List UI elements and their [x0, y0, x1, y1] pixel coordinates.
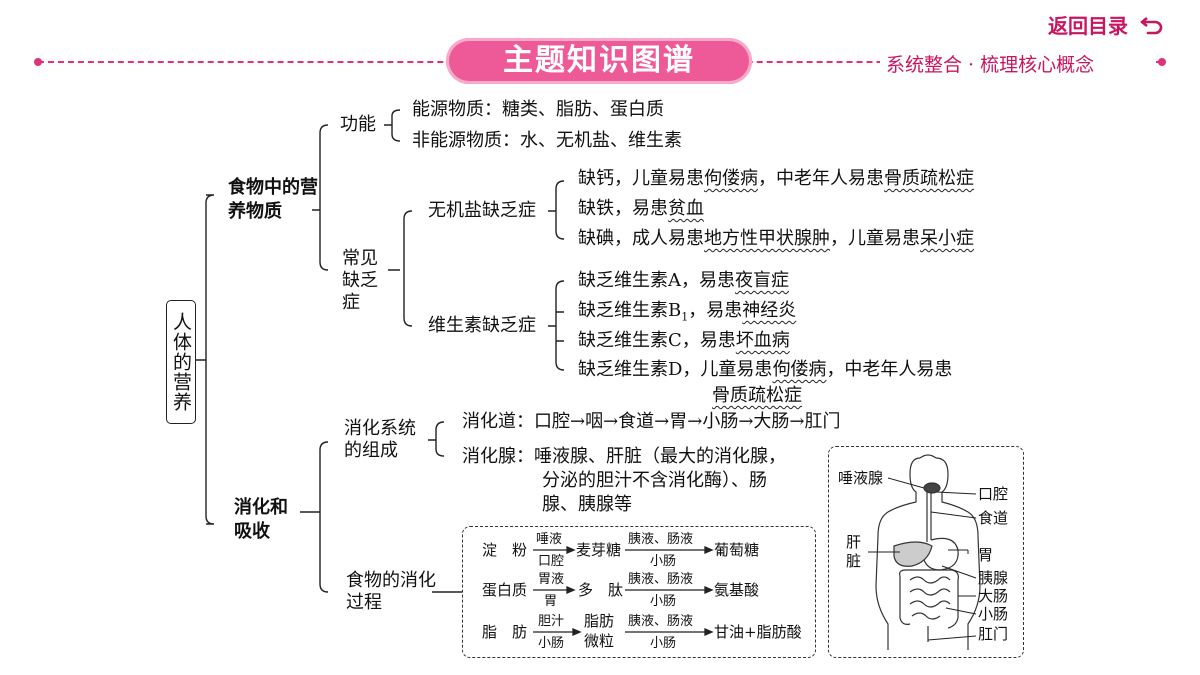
label-pancreas: 胰腺: [978, 569, 1009, 587]
label-salivary-gland: 唾液腺: [838, 469, 884, 487]
protein-site-2: 小肠: [650, 594, 677, 609]
starch-enzyme-1: 唾液: [536, 532, 563, 547]
starch-site-2: 小肠: [650, 554, 677, 569]
title-pill: [446, 38, 752, 84]
fat-droplet-label-1: 脂肪: [584, 612, 615, 630]
digestion-node: 消化和吸收: [234, 497, 288, 542]
text: 缺乏维生素B: [578, 300, 682, 321]
digestive-system-node: 消化系统的组成: [344, 418, 416, 461]
amino-acid-label: 氨基酸: [714, 581, 760, 599]
page-subtitle: 系统整合 · 梳理核心概念: [880, 50, 1156, 77]
text: ，中老年人易患: [826, 359, 953, 380]
root-node: 人体的营养: [166, 300, 196, 424]
text: 缺乏维生素A，易患: [578, 270, 735, 291]
disease: 夜盲症: [735, 270, 789, 291]
label-anus: 肛门: [978, 625, 1009, 643]
fat-agent-1: 胆汁: [538, 614, 565, 629]
food-node: 食物中的营养物质: [228, 176, 318, 224]
disease: 骨质疏松症: [884, 168, 974, 189]
header-dot-right: [1158, 58, 1166, 66]
disease: 地方性甲状腺肿: [704, 228, 830, 249]
mineral-deficiency-node: 无机盐缺乏症: [428, 200, 536, 221]
label-esophagus: 食道: [978, 509, 1009, 527]
function-node: 功能: [340, 114, 376, 135]
protein-site-1: 胃: [544, 594, 558, 609]
text: ，儿童易患: [830, 228, 920, 249]
text: 缺钙，儿童易患: [578, 168, 704, 189]
vitamin-d-deficiency-cont: 骨质疏松症: [712, 385, 802, 407]
text: 缺乏维生素C，易患: [578, 330, 736, 351]
disease: 骨质疏松症: [712, 385, 802, 406]
text: ，中老年人易患: [758, 168, 884, 189]
disease: 贫血: [668, 198, 704, 219]
page-title: 主题知识图谱: [503, 43, 695, 78]
protein-label: 蛋白质: [482, 581, 528, 599]
fat-site-2: 小肠: [650, 636, 677, 651]
fat-droplet-label-2: 微粒: [584, 632, 615, 650]
label-large-intestine: 大肠: [978, 587, 1009, 605]
glycerol-fatty-acid-label: 甘油+脂肪酸: [714, 623, 802, 641]
label-mouth: 口腔: [978, 485, 1009, 503]
label-liver: 肝脏: [846, 533, 862, 570]
digestive-system-illustration: [868, 454, 981, 650]
return-arrow-icon: [1140, 16, 1163, 35]
fat-site-1: 小肠: [538, 636, 565, 651]
digestive-glands-line3: 腺、胰腺等: [542, 494, 632, 515]
starch-enzyme-2: 胰液、肠液: [628, 532, 694, 547]
back-to-contents-button[interactable]: 返回目录: [1048, 10, 1165, 39]
fat-enzyme-2: 胰液、肠液: [628, 614, 694, 629]
disease: 神经炎: [742, 300, 797, 321]
vitamin-c-deficiency: 缺乏维生素C，易患坏血病: [578, 330, 790, 352]
disease: 呆小症: [920, 228, 974, 249]
digestion-process-box: [462, 526, 816, 658]
calcium-deficiency: 缺钙，儿童易患佝偻病，中老年人易患骨质疏松症: [578, 168, 974, 190]
anatomy-figure-box: [828, 446, 1024, 658]
vitamin-d-deficiency: 缺乏维生素D，儿童易患佝偻病，中老年人易患: [578, 359, 952, 381]
deficiency-node: 常见缺乏症: [342, 248, 378, 313]
fat-label: 脂 肪: [482, 623, 528, 641]
starch-label: 淀 粉: [482, 541, 528, 559]
disease: 佝偻病: [772, 359, 827, 380]
vitamin-b1-deficiency: 缺乏维生素B1，易患神经炎: [578, 300, 796, 329]
digestive-glands-line1: 消化腺：唾液腺、肝脏（最大的消化腺，: [462, 446, 786, 467]
digestion-process-node: 食物的消化过程: [346, 570, 436, 613]
iodine-deficiency: 缺碘，成人易患地方性甲状腺肿，儿童易患呆小症: [578, 228, 974, 250]
text: 缺铁，易患: [578, 198, 668, 219]
polypeptide-label: 多 肽: [578, 581, 624, 599]
protein-enzyme-2: 胰液、肠液: [628, 572, 694, 587]
food-label: 食物中的营养物质: [228, 177, 318, 222]
vitamin-a-deficiency: 缺乏维生素A，易患夜盲症: [578, 270, 789, 292]
energy-substances: 能源物质：糖类、脂肪、蛋白质: [412, 99, 664, 120]
digestive-tract: 消化道：口腔→咽→食道→胃→小肠→大肠→肛门: [462, 411, 841, 432]
digestive-glands-line2: 分泌的胆汁不含消化酶）、肠: [542, 470, 767, 491]
text: 缺碘，成人易患: [578, 228, 704, 249]
text: ，易患: [688, 300, 743, 321]
disease: 坏血病: [735, 330, 790, 351]
iron-deficiency: 缺铁，易患贫血: [578, 198, 704, 220]
starch-site-1: 口腔: [538, 554, 565, 569]
non-energy-substances: 非能源物质：水、无机盐、维生素: [412, 130, 682, 151]
glucose-label: 葡萄糖: [714, 541, 760, 559]
label-small-intestine: 小肠: [978, 605, 1009, 623]
back-label: 返回目录: [1048, 14, 1128, 38]
text: 缺乏维生素D，儿童易患: [578, 359, 773, 380]
protein-enzyme-1: 胃液: [538, 572, 565, 587]
subscript: 1: [681, 310, 689, 324]
maltose-label: 麦芽糖: [576, 541, 622, 559]
header-dot-left: [34, 58, 42, 66]
label-stomach: 胃: [978, 546, 994, 564]
vitamin-deficiency-node: 维生素缺乏症: [428, 315, 536, 336]
disease: 佝偻病: [704, 168, 758, 189]
